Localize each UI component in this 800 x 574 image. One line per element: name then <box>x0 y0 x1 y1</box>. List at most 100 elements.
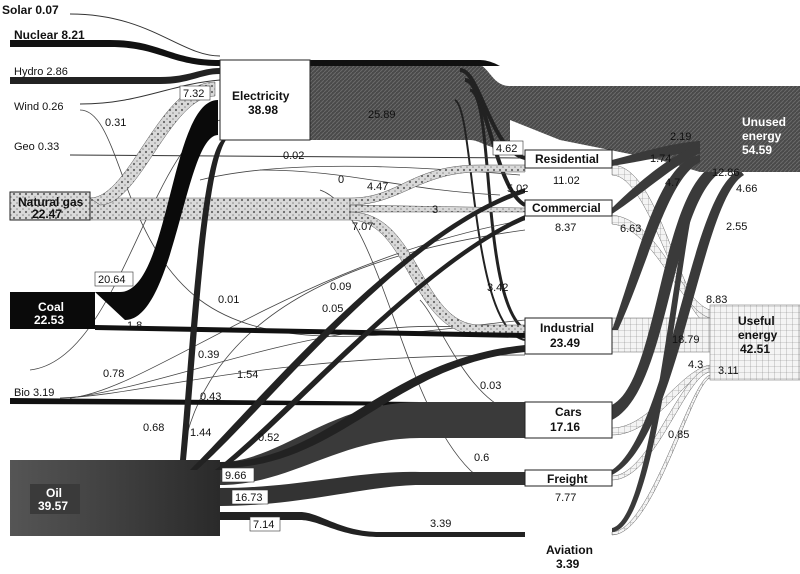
useful-energy-label-1: Useful <box>738 314 775 328</box>
electricity-node <box>219 59 311 141</box>
cars-value: 17.16 <box>550 420 580 434</box>
flow-label-009: 0.09 <box>330 281 351 293</box>
oil-to-freight-flow <box>220 471 525 506</box>
cars-label: Cars <box>555 405 582 419</box>
oil-label-bg <box>30 484 80 514</box>
flow-label-2064: 20.64 <box>98 274 126 286</box>
flow-label-732: 7.32 <box>183 88 204 100</box>
coal-to-electricity-flow <box>95 100 218 320</box>
unused-energy-label-2: energy <box>742 129 782 143</box>
flow-label-078: 0.78 <box>103 368 124 380</box>
flow-label-339: 3.39 <box>430 518 451 530</box>
flow-label-3: 3 <box>432 204 438 216</box>
natgas-to-electricity-flow <box>89 81 216 206</box>
natural-gas-main-flow <box>89 197 351 221</box>
aviation-value: 3.39 <box>556 557 580 571</box>
oil-to-industrial-flow <box>220 345 525 468</box>
natural-gas-node <box>9 191 91 221</box>
flow-label-714: 7.14 <box>253 519 274 531</box>
unused-energy-label-1: Unused <box>742 115 786 129</box>
flow-label-219: 2.19 <box>670 131 691 143</box>
flow-label-311: 3.11 <box>718 365 739 377</box>
solar-label: Solar 0.07 <box>2 3 59 17</box>
nuclear-label: Nuclear 8.21 <box>14 28 85 42</box>
electricity-label: Electricity <box>232 89 290 103</box>
bio-label: Bio 3.19 <box>14 387 54 399</box>
flow-value-labels: 7.32 0.31 25.89 0.02 0 4.47 3 7.07 4.62 … <box>94 85 757 532</box>
cars-node <box>524 401 613 439</box>
residential-node <box>524 149 613 169</box>
flow-label-966: 9.66 <box>225 470 246 482</box>
coal-label-bg <box>30 298 80 328</box>
oil-to-aviation-flow <box>220 512 525 537</box>
freight-label: Freight <box>547 472 588 486</box>
flow-label-0: 0 <box>338 174 344 186</box>
useful-energy-value: 42.51 <box>740 342 770 356</box>
flow-label-003: 0.03 <box>480 380 501 392</box>
flow-label-2589: 25.89 <box>368 109 396 121</box>
geo-label: Geo 0.33 <box>14 141 59 153</box>
oil-label: Oil <box>46 486 62 500</box>
oil-to-electricity-flow <box>180 140 226 460</box>
wind-flow <box>79 79 221 105</box>
oil-to-residential-flow <box>190 188 525 470</box>
flow-label-466: 4.66 <box>736 183 757 195</box>
flow-label-144: 1.44 <box>190 427 211 439</box>
flow-label-1286: 12.86 <box>712 167 740 179</box>
oil-to-commercial-flow <box>215 215 525 470</box>
hydro-label: Hydro 2.86 <box>14 66 68 78</box>
flow-label-005: 0.05 <box>322 303 343 315</box>
freight-node <box>524 469 613 487</box>
coal-to-industrial-flow <box>95 325 525 338</box>
flow-label-031: 0.31 <box>105 117 126 129</box>
flow-label-002: 0.02 <box>283 150 304 162</box>
flow-label-043: 0.43 <box>200 391 221 403</box>
flow-label-154: 1.54 <box>237 369 258 381</box>
flow-label-1879: 18.79 <box>672 334 700 346</box>
wind-label: Wind 0.26 <box>14 101 64 113</box>
flow-label-707: 7.07 <box>352 221 373 233</box>
flow-label-47: 4.7 <box>665 177 680 189</box>
flow-label-502: 5.02 <box>507 183 528 195</box>
natural-gas-label: Natural gas <box>18 195 84 209</box>
unused-energy-block <box>700 86 800 172</box>
nuclear-flow <box>10 40 500 66</box>
flow-label-052: 0.52 <box>258 432 279 444</box>
electricity-value: 38.98 <box>248 103 278 117</box>
commercial-node <box>524 199 613 217</box>
natgas-to-residential-flow <box>349 164 526 206</box>
natural-gas-value: 22.47 <box>32 207 62 221</box>
useful-energy-label-2: energy <box>738 328 778 342</box>
useful-energy-block <box>709 304 800 381</box>
flow-label-001: 0.01 <box>218 294 239 306</box>
flow-label-883: 8.83 <box>706 294 727 306</box>
flow-label-18: 1.8 <box>127 320 142 332</box>
electricity-loss-flow <box>310 62 510 150</box>
industrial-label: Industrial <box>540 321 594 335</box>
coal-value: 22.53 <box>34 313 64 327</box>
flow-label-174: 1.74 <box>650 153 671 165</box>
oil-value: 39.57 <box>38 499 68 513</box>
flow-label-342: 3.42 <box>487 282 508 294</box>
flow-label-462: 4.62 <box>496 143 517 155</box>
aviation-label: Aviation <box>546 543 593 557</box>
freight-value: 7.77 <box>555 492 576 504</box>
solar-flow <box>69 13 221 57</box>
flow-label-43: 4.3 <box>688 359 703 371</box>
flow-label-447: 4.47 <box>367 181 388 193</box>
flow-label-085: 0.85 <box>668 429 689 441</box>
flow-label-068: 0.68 <box>143 422 164 434</box>
flow-label-663: 6.63 <box>620 223 641 235</box>
flow-label-255: 2.55 <box>726 221 747 233</box>
flow-label-1673: 16.73 <box>235 492 263 504</box>
commercial-label: Commercial <box>532 201 601 215</box>
flow-label-039: 0.39 <box>198 349 219 361</box>
commercial-value: 8.37 <box>555 222 576 234</box>
sector-to-unused-flows <box>612 140 744 532</box>
flow-label-06: 0.6 <box>474 452 489 464</box>
unused-energy-value: 54.59 <box>742 143 772 157</box>
industrial-value: 23.49 <box>550 336 580 350</box>
residential-label: Residential <box>535 152 599 166</box>
